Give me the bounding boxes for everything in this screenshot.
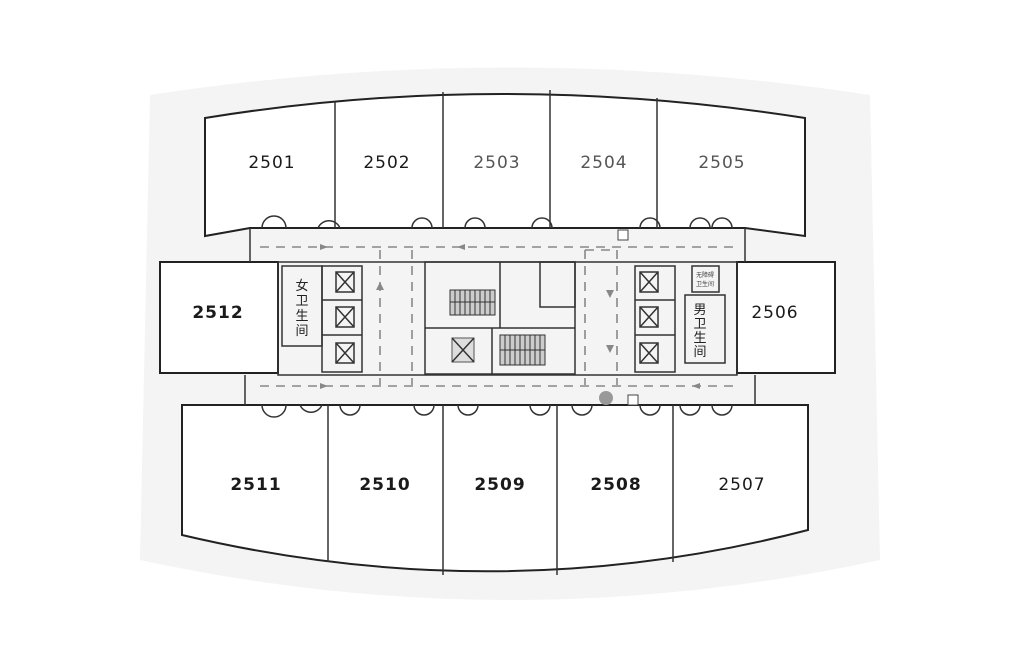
room-2509: 2509 [474, 475, 525, 495]
elevator-icon [639, 306, 659, 328]
elevators-right [634, 265, 676, 373]
women-restroom: 女 卫 生 间 [281, 265, 323, 347]
accessible-restroom: 无障碍 卫生间 [691, 265, 720, 293]
elevator-icon [335, 271, 355, 293]
doors [261, 215, 733, 418]
room-2501: 2501 [248, 153, 295, 173]
svg-text:男: 男 [693, 303, 706, 318]
svg-text:生: 生 [295, 309, 308, 324]
room-2506-outline [736, 261, 836, 374]
elevator-icon [639, 342, 659, 364]
room-2508: 2508 [590, 475, 641, 495]
svg-text:间: 间 [295, 324, 308, 339]
room-labels: 2501 2502 2503 2504 2505 2512 2506 2511 … [192, 153, 798, 495]
room-2506: 2506 [751, 303, 798, 323]
room-2503: 2503 [473, 153, 520, 173]
current-location-marker [599, 391, 613, 405]
svg-text:无障碍: 无障碍 [696, 271, 714, 279]
stairs-icon [499, 334, 546, 366]
room-2504: 2504 [580, 153, 627, 173]
top-rooms [204, 90, 806, 238]
svg-text:卫: 卫 [693, 317, 706, 332]
svg-text:女: 女 [295, 278, 308, 294]
men-restroom: 男 卫 生 间 [684, 294, 726, 364]
elevators-left [321, 265, 363, 373]
elevator-icon [639, 271, 659, 293]
exit-sign-icon [617, 229, 629, 241]
stair-core [424, 261, 576, 375]
svg-text:间: 间 [693, 345, 706, 360]
room-2507: 2507 [718, 475, 765, 495]
elevator-icon [335, 306, 355, 328]
evacuation-route [260, 229, 740, 406]
room-2511: 2511 [230, 475, 281, 495]
freight-elevator-icon [451, 337, 475, 363]
room-2502: 2502 [363, 153, 410, 173]
room-2505: 2505 [698, 153, 745, 173]
bottom-rooms [181, 404, 809, 575]
svg-text:卫生间: 卫生间 [696, 280, 714, 288]
room-2510: 2510 [359, 475, 410, 495]
svg-text:卫: 卫 [295, 294, 308, 309]
stairs-icon [449, 289, 496, 316]
elevator-icon [335, 342, 355, 364]
svg-text:生: 生 [693, 331, 706, 346]
exit-sign-icon [627, 394, 639, 406]
room-2512: 2512 [192, 303, 243, 323]
